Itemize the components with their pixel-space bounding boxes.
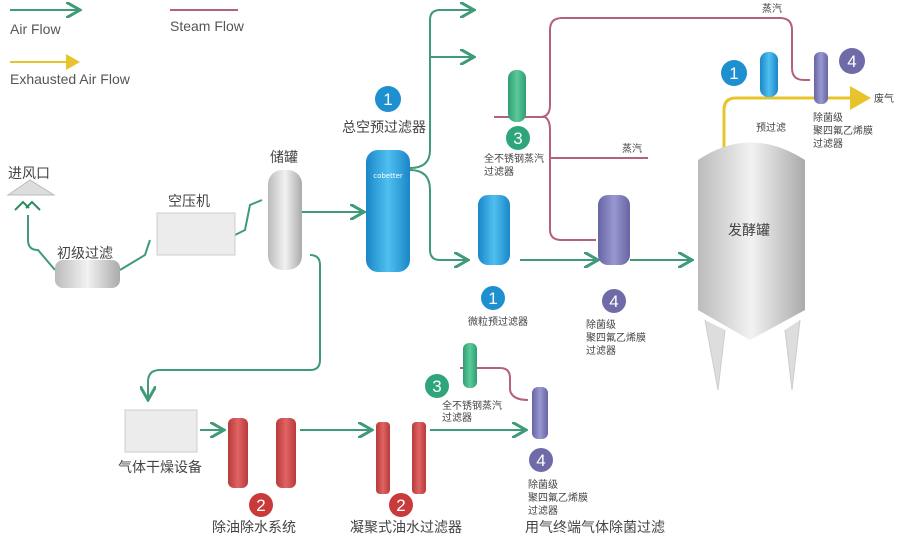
legend-steam-flow: Steam Flow bbox=[170, 18, 245, 34]
exhaust-sterile-label-3: 过滤器 bbox=[813, 137, 843, 150]
compressor-label: 空压机 bbox=[168, 194, 210, 210]
dryer-unit bbox=[124, 409, 198, 453]
brand-logo: cobetter bbox=[373, 172, 403, 180]
air-compressor-unit bbox=[156, 212, 236, 256]
badge-1: 1 bbox=[383, 90, 392, 109]
exhaust-sterile-label-2: 聚四氟乙烯膜 bbox=[813, 124, 873, 137]
particle-prefilter-vessel bbox=[478, 195, 510, 265]
steam-filter-top-label-1: 全不锈钢蒸汽 bbox=[484, 152, 544, 165]
storage-tank-vessel bbox=[268, 170, 302, 270]
legend-air-flow: Air Flow bbox=[10, 21, 61, 37]
dryer-label: 气体干燥设备 bbox=[118, 459, 202, 476]
primary-filter-unit bbox=[55, 260, 120, 288]
badge-3: 3 bbox=[432, 377, 441, 396]
steam-top-label: 蒸汽 bbox=[762, 2, 782, 15]
sterile-filter-bottom-vessel bbox=[532, 387, 548, 439]
badge-1: 1 bbox=[729, 64, 738, 83]
steam-mid-label: 蒸汽 bbox=[622, 142, 642, 155]
badges: 1 3 1 4 1 4 3 4 2 2 bbox=[249, 48, 865, 517]
sterile-filter-bottom-label-2: 聚四氟乙烯膜 bbox=[528, 491, 588, 504]
exhaust-prefilter-label: 预过滤 bbox=[756, 121, 786, 134]
point-of-use-label: 用气终端气体除菌过滤 bbox=[525, 520, 665, 536]
main-prefilter-vessel bbox=[366, 150, 410, 272]
legend: Air Flow Steam Flow Exhausted Air Flow bbox=[10, 10, 245, 87]
fermenter-vessel bbox=[698, 142, 805, 340]
steam-filter-top-vessel bbox=[508, 70, 526, 122]
sterile-filter-bottom-label-1: 除菌级 bbox=[528, 478, 558, 491]
badge-1: 1 bbox=[488, 289, 497, 308]
primary-filter-label: 初级过滤 bbox=[57, 245, 113, 262]
air-inlet-label: 进风口 bbox=[8, 166, 50, 182]
exhaust-line bbox=[722, 86, 871, 150]
badge-4: 4 bbox=[536, 451, 545, 470]
sterile-filter-mid-label-3: 过滤器 bbox=[586, 344, 616, 357]
air-inlet-hood bbox=[6, 179, 56, 211]
main-prefilter-label: 总空预过滤器 bbox=[342, 120, 426, 136]
exhaust-sterile-label-1: 除菌级 bbox=[813, 111, 843, 124]
steam-filter-bottom-label-1: 全不锈钢蒸汽 bbox=[442, 399, 502, 412]
exhaust-sterile-filter-vessel bbox=[814, 52, 828, 104]
fermenter-label: 发酵罐 bbox=[728, 223, 770, 239]
oil-water-vessel-2 bbox=[276, 418, 296, 488]
steam-filter-bottom-vessel bbox=[463, 343, 477, 388]
badge-2: 2 bbox=[396, 496, 405, 515]
air-flow-lines bbox=[27, 10, 690, 430]
steam-filter-top-label-2: 过滤器 bbox=[484, 165, 514, 178]
badge-4: 4 bbox=[609, 292, 618, 311]
coalescing-vessel-2 bbox=[412, 422, 426, 494]
particle-prefilter-label: 微粒预过滤器 bbox=[468, 315, 528, 328]
oil-water-label: 除油除水系统 bbox=[212, 520, 296, 536]
steam-filter-bottom-label-2: 过滤器 bbox=[442, 411, 472, 424]
badge-4: 4 bbox=[847, 52, 856, 71]
badge-3: 3 bbox=[513, 129, 522, 148]
exhaust-prefilter-vessel bbox=[760, 52, 778, 97]
sterile-filter-mid-vessel bbox=[598, 195, 630, 265]
sterile-filter-mid-label-1: 除菌级 bbox=[586, 318, 616, 331]
waste-gas-label: 废气 bbox=[874, 92, 894, 105]
coalescing-filter-label: 凝聚式油水过滤器 bbox=[350, 520, 462, 536]
legend-exhausted-air-flow: Exhausted Air Flow bbox=[10, 71, 131, 87]
oil-water-vessel-1 bbox=[228, 418, 248, 488]
sterile-filter-mid-label-2: 聚四氟乙烯膜 bbox=[586, 331, 646, 344]
badge-2: 2 bbox=[256, 496, 265, 515]
sterile-filter-bottom-label-3: 过滤器 bbox=[528, 504, 558, 517]
coalescing-vessel-1 bbox=[376, 422, 390, 494]
storage-tank-label: 储罐 bbox=[270, 150, 298, 166]
